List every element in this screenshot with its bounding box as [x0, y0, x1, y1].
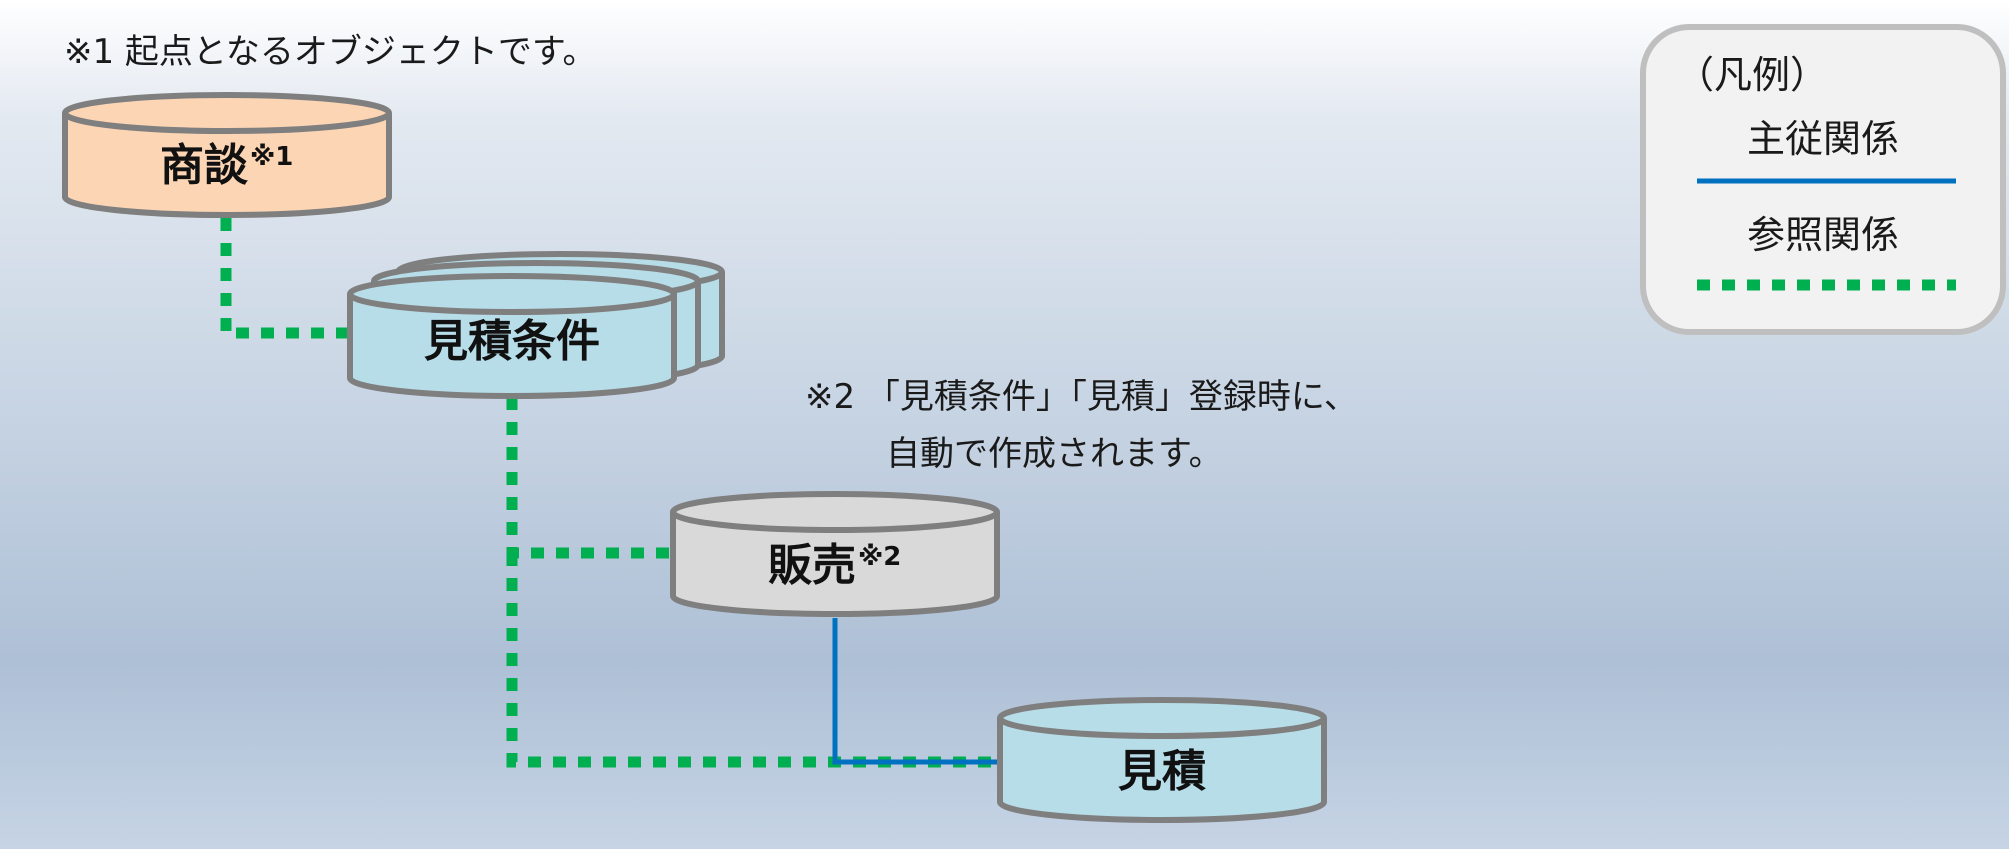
node-hanbai-note-mark: ※2 — [858, 542, 901, 572]
node-mitsumori: 見積 — [997, 697, 1327, 823]
note-2-line-1: ※2 「見積条件」「見積」登録時に、 — [805, 377, 1358, 417]
legend-reference-label: 参照関係 — [1747, 213, 1899, 257]
node-mitsumori-joken-label: 見積条件 — [424, 316, 600, 367]
legend-primary-label: 主従関係 — [1747, 117, 1899, 161]
node-hanbai-label: 販売 — [768, 540, 856, 591]
node-mitsumori-joken: 見積条件 — [347, 251, 725, 399]
legend: （凡例） 主従関係 参照関係 — [1640, 24, 2006, 335]
reference-line-joken-hanbai — [506, 397, 673, 559]
reference-line-shodan-mitsumori-joken — [220, 218, 350, 339]
node-shodan: 商談 ※1 — [62, 92, 392, 218]
node-shodan-note-mark: ※1 — [250, 142, 293, 172]
node-hanbai: 販売 ※2 — [670, 491, 1000, 617]
note-1: ※1 起点となるオブジェクトです。 — [64, 32, 597, 72]
connectors — [220, 218, 1000, 768]
primary-line-hanbai-mitsumori — [832, 618, 1000, 765]
note-2-line-2: 自動で作成されます。 — [886, 434, 1223, 474]
node-shodan-label: 商談 — [160, 140, 248, 191]
legend-title: （凡例） — [1676, 53, 1828, 97]
node-mitsumori-label: 見積 — [1118, 746, 1206, 797]
